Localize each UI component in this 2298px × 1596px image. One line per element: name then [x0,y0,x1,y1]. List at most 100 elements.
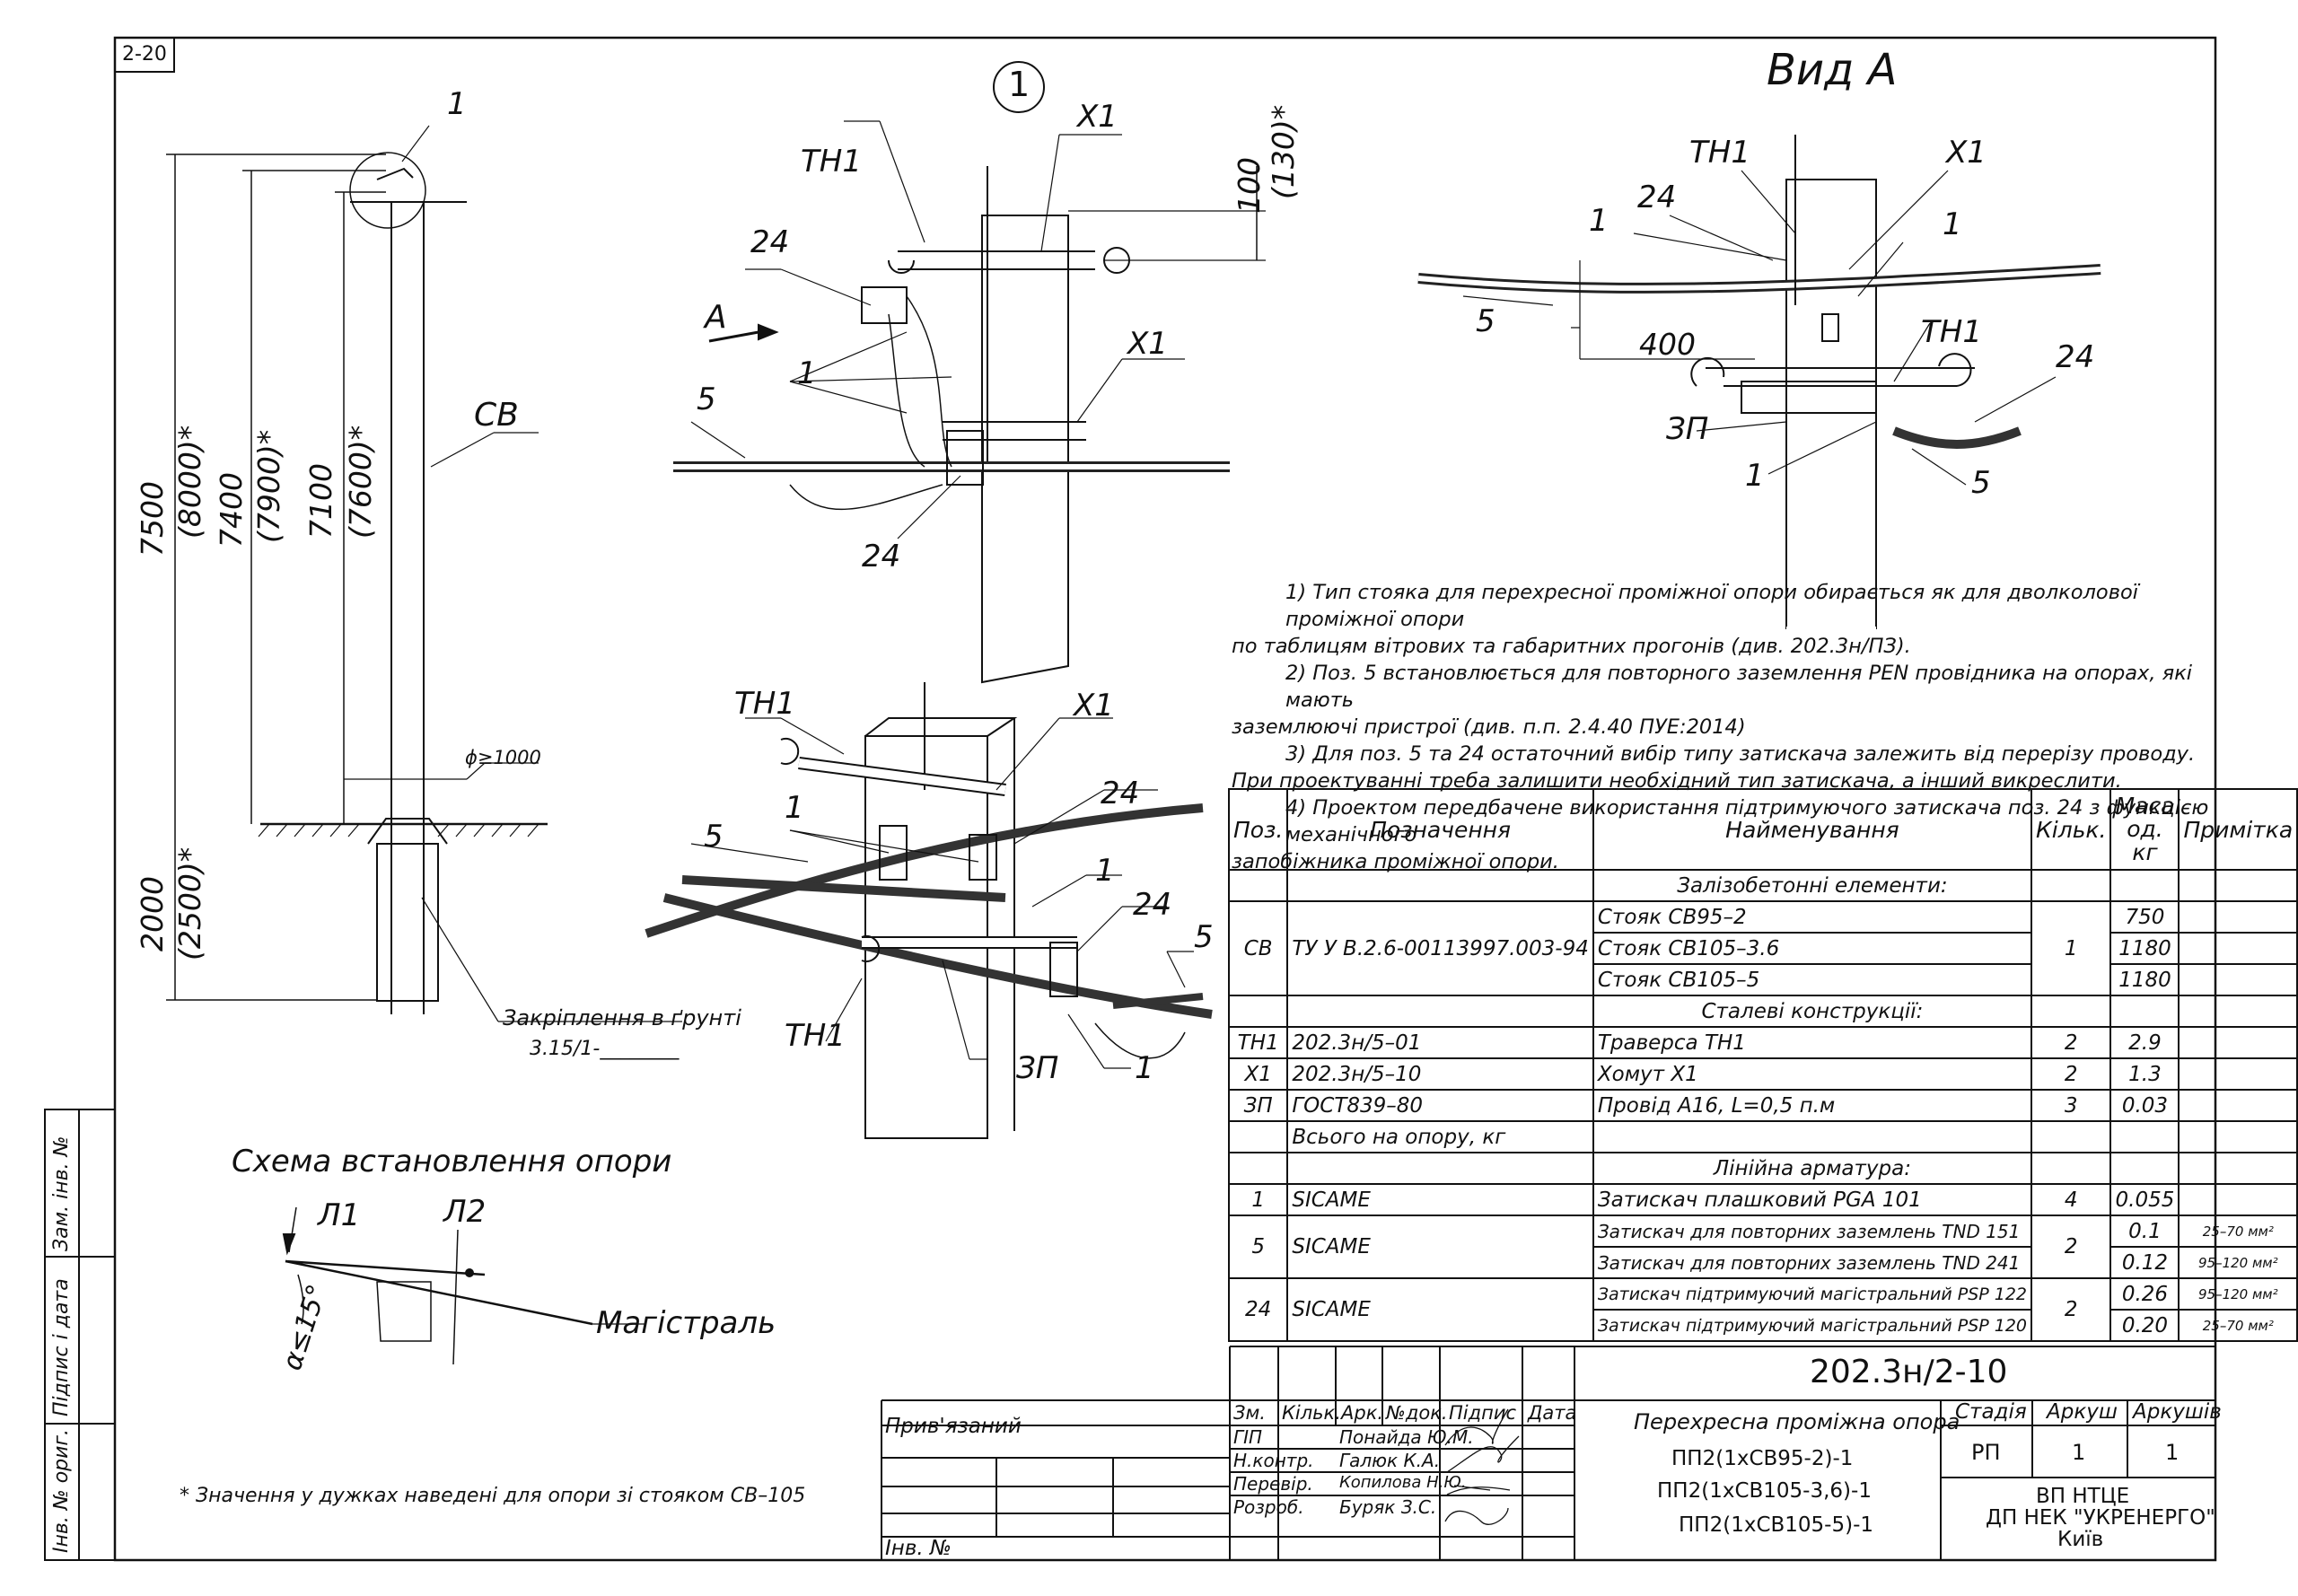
side-stamp-frame [44,1109,116,1561]
bound-label: Прив'язаний [885,1415,1022,1438]
label-400: 400 [1639,327,1696,362]
label-magistral: Магістраль [596,1305,776,1341]
label-phi: ϕ≥1000 [465,747,541,768]
label-x1-top: Х1 [1077,99,1118,135]
label-tn1-vb: ТН1 [1921,314,1982,350]
tb-role: Розроб. [1233,1496,1304,1518]
col-qty: Кільк. [2030,788,2112,871]
table-row: Залізобетонні елементи: [1227,869,2298,902]
stamp-inv-orig: Інв. № ориг. [50,1429,73,1553]
sheets-label: Аркушів [2133,1400,2222,1424]
label-24-a: 24 [750,224,790,260]
label-arrow-a: А [705,299,727,336]
table-row: Лінійна арматура: [1227,1152,2298,1185]
dim-130: (130)* [1266,104,1301,199]
tb-role: Перевір. [1233,1473,1313,1495]
tb-col: Зм. [1233,1402,1266,1424]
label-1-a: 1 [797,355,817,391]
doc-code: 202.3н/2-10 [1810,1354,2008,1390]
total-label: Всього на опору, кг [1286,1120,1594,1153]
pole-elevation [166,125,682,1022]
col-pos: Поз. [1227,788,1289,871]
sheet-number: 2-20 [122,43,167,66]
label-x1-va: Х1 [1946,135,1987,171]
dim-7400: 7400 [214,472,249,548]
org-line-2: ДП НЕК "УКРЕНЕРГО" [1986,1506,2215,1530]
node-callout: 1 [1008,65,1031,104]
scheme-title: Схема встановлення опори [232,1144,672,1179]
stage-label: Стадія [1955,1400,2027,1424]
footnote: * Значення у дужках наведені для опори з… [180,1485,806,1507]
label-24-va: 24 [1637,180,1677,215]
table-row: 5 SICAME Затискач для повторних заземлен… [1227,1215,2298,1279]
view-a-detail [1417,135,2101,630]
label-1-iso-b: 1 [1095,853,1115,889]
dim-7100: 7100 [303,463,338,539]
view-a-title: Вид А [1767,45,1898,95]
label-5-vb: 5 [1971,465,1991,501]
label-tn1-iso-b: ТН1 [785,1018,846,1054]
label-1-iso-a: 1 [785,790,804,826]
dim-2500: (2500)* [172,846,207,960]
dim-2000: 2000 [135,876,170,951]
tb-col: Кільк. [1282,1402,1341,1424]
isometric-view [645,682,1213,1139]
col-name: Найменування [1592,788,2033,871]
col-code: Позначення [1286,788,1594,871]
sheets-value: 1 [2165,1440,2180,1465]
label-5-iso-a: 5 [704,819,724,855]
installation-scheme [282,1206,646,1365]
label-24-vb: 24 [2056,339,2095,375]
label-zp-iso: ЗП [1016,1050,1059,1086]
label-1-vb: 1 [1943,206,1962,242]
sheet-value: 1 [2072,1440,2086,1465]
label-1-iso-c: 1 [1135,1050,1154,1086]
sheet-label: Аркуш [2047,1400,2118,1424]
label-24-iso-a: 24 [1101,776,1140,811]
title-line-4: ПП2(1хСВ105-5)-1 [1679,1513,1874,1537]
label-5-va: 5 [1476,303,1495,339]
tb-col: Дата [1528,1402,1577,1424]
label-tn1-top: ТН1 [801,144,862,180]
label-tn1-va: ТН1 [1689,135,1750,171]
label-x1-iso: Х1 [1074,688,1114,723]
node-1-detail [673,61,1266,684]
tb-col: №док. [1386,1402,1448,1424]
title-line-1: Перехресна проміжна опора [1634,1409,1960,1434]
org-line-3: Київ [2057,1528,2104,1551]
tb-role: ГІП [1233,1426,1263,1448]
label-ground-fix: Закріплення в ґрунті [503,1005,741,1030]
note-line: заземлюючі пристрої (див. п.п. 2.4.40 ПУ… [1232,715,1746,739]
tb-col: Підпис [1449,1402,1517,1424]
tb-person: Понайда Ю.М. [1339,1426,1474,1448]
table-row: Сталеві конструкції: [1227,995,2298,1028]
label-zp-va: ЗП [1666,411,1709,447]
label-ground-ref: 3.15/1-________ [530,1038,680,1060]
dim-7500: 7500 [135,481,170,557]
label-l2: Л2 [443,1194,487,1230]
section-concrete: Залізобетонні елементи: [1592,869,2033,902]
label-5-iso-b: 5 [1194,919,1214,955]
org-line-1: ВП НТЦЕ [2036,1485,2130,1508]
section-fittings: Лінійна арматура: [1592,1152,2033,1185]
label-pos1: 1 [447,86,467,122]
stamp-zam-inv: Зам. інв. № [50,1136,73,1252]
section-steel: Сталеві конструкції: [1592,995,2033,1028]
table-row: Всього на опору, кг [1227,1120,2298,1153]
label-l1: Л1 [318,1197,361,1233]
note-line: 3) Для поз. 5 та 24 остаточний вибір тип… [1285,742,2196,766]
title-line-3: ПП2(1хСВ105-3,6)-1 [1657,1479,1872,1503]
label-x1-mid: Х1 [1127,326,1168,362]
table-row: 24 SICAME Затискач підтримуючий магістра… [1227,1277,2298,1342]
label-1-va: 1 [1589,203,1609,239]
specification-table: Поз. Позначення Найменування Кільк. Маса… [1227,788,2298,1342]
inv-label: Інв. № [885,1537,952,1560]
label-24-b: 24 [862,539,901,574]
tb-person: Копилова Н.Ю. [1339,1473,1467,1492]
table-row: СВ ТУ У В.2.6-00113997.003-94 Стояк СВ95… [1227,900,2298,996]
